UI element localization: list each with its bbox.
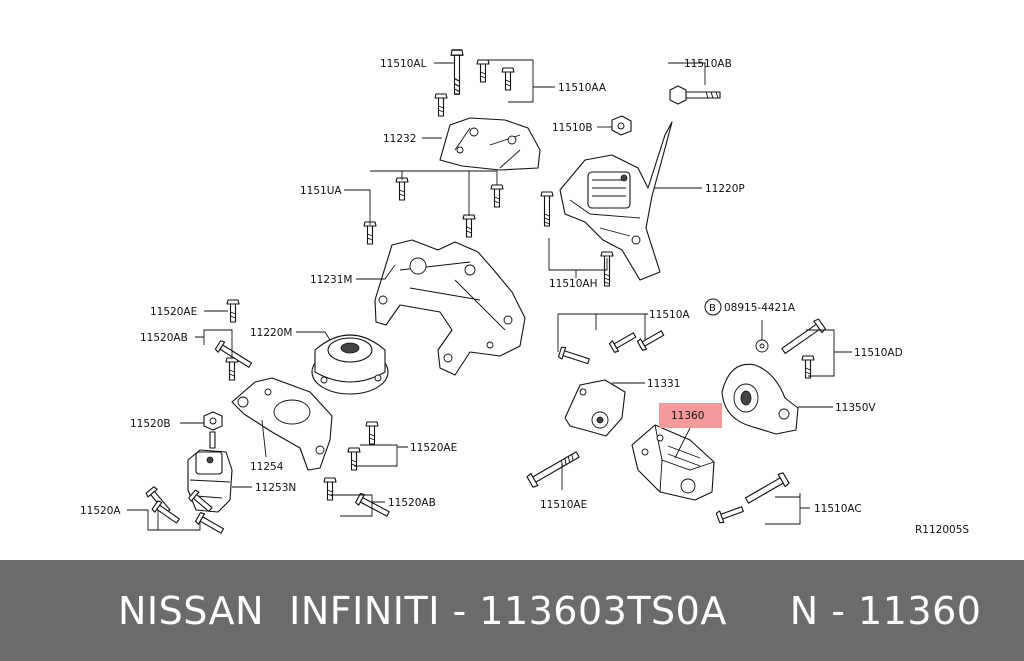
- bracket-11232: [439, 117, 541, 171]
- part-number-caption: NISSAN INFINITI - 113603TS0A N - 11360: [118, 588, 982, 633]
- bolts-11510A: [557, 330, 665, 365]
- bolt-11510AE: [526, 451, 580, 488]
- label-b-symbol: B: [709, 303, 716, 314]
- bracket-11254: [231, 377, 333, 471]
- label-11510AD: 11510AD: [854, 347, 903, 359]
- label-11220P: 11220P: [705, 183, 745, 195]
- label-08915-4421A: 08915-4421A: [724, 302, 796, 314]
- label-11510AL: 11510AL: [380, 58, 427, 70]
- nut-11510B: [611, 115, 632, 136]
- label-11232: 11232: [383, 133, 416, 145]
- label-11254: 11254: [250, 461, 284, 473]
- label-11510AH: 11510AH: [549, 278, 597, 290]
- footer-banner: NISSAN INFINITI - 113603TS0A N - 11360: [0, 560, 1024, 661]
- nut-11520B: [203, 411, 223, 449]
- bolts-11510AD: [755, 318, 826, 379]
- bracket-11331: [564, 379, 626, 437]
- mount-11360: [631, 424, 715, 501]
- bracket-11231M: [374, 239, 526, 376]
- label-11520B: 11520B: [130, 418, 171, 430]
- label-11510AA: 11510AA: [558, 82, 607, 94]
- label-11520AE-top: 11520AE: [150, 306, 197, 318]
- highlight-box-11360: [659, 403, 722, 428]
- label-11510AB-top: 11510AB: [684, 58, 732, 70]
- label-11510AE: 11510AE: [540, 499, 587, 511]
- label-11520AE-mid: 11520AE: [410, 442, 457, 454]
- label-11520AB-bottom: 11520AB: [388, 497, 436, 509]
- label-11253N: 11253N: [255, 482, 296, 494]
- insulator-11220M: [311, 334, 389, 395]
- part-labels: 11510AL 11510AA 11510AB 11232 11510B 115…: [80, 58, 969, 536]
- bolts-11520AE-mid: [323, 421, 390, 517]
- label-11520AB-left: 11520AB: [140, 332, 188, 344]
- parts-diagram: 11510AL 11510AA 11510AB 11232 11510B 115…: [80, 49, 969, 536]
- bolts-1151UA: [363, 177, 504, 245]
- b-symbol-circle: [704, 298, 722, 316]
- leader-lines: [127, 59, 852, 531]
- label-11510AC: 11510AC: [814, 503, 862, 515]
- label-1151UA: 1151UA: [300, 185, 342, 197]
- label-11331: 11331: [647, 378, 680, 390]
- bolts-11510AC: [715, 472, 790, 524]
- label-11220M: 11220M: [250, 327, 292, 339]
- diagram-reference-code: R112005S: [915, 524, 969, 536]
- mount-11220P: [559, 121, 673, 281]
- bolts-11520AE-AB-left: [214, 299, 253, 381]
- label-11510B: 11510B: [552, 122, 593, 134]
- insulator-11350V: [721, 363, 799, 435]
- label-11350V: 11350V: [835, 402, 876, 414]
- mount-11253N: [187, 449, 233, 513]
- label-11520A: 11520A: [80, 505, 121, 517]
- bolts-11520A: [145, 486, 225, 534]
- bolt-11510AB-top: [669, 85, 721, 105]
- label-11510A: 11510A: [649, 309, 690, 321]
- label-11360: 11360: [671, 410, 704, 422]
- label-11231M: 11231M: [310, 274, 352, 286]
